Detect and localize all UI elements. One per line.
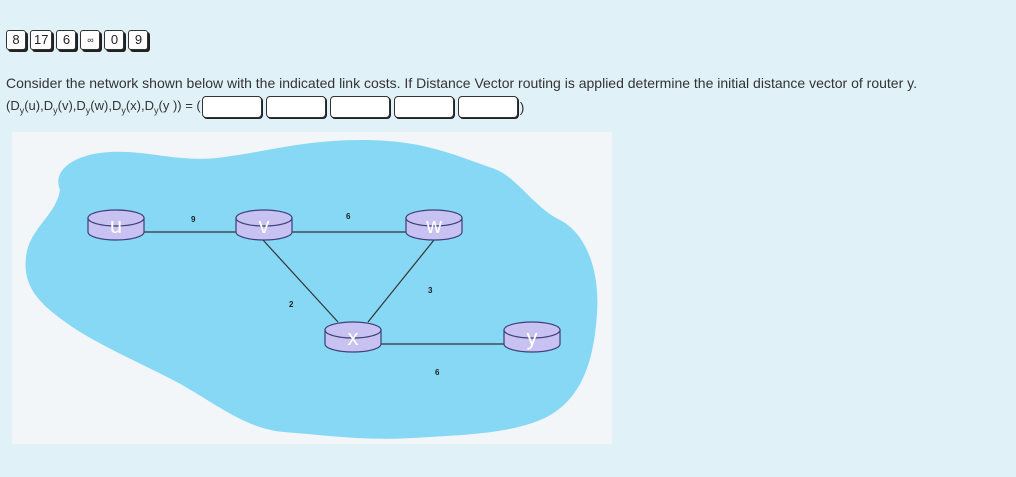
answer-tile-bank: 8 17 6 ∞ 0 9 bbox=[6, 30, 149, 50]
router-label-y: y bbox=[527, 325, 538, 350]
cost-label-v-w: 6 bbox=[346, 212, 351, 221]
answer-tile[interactable]: 9 bbox=[128, 30, 149, 50]
router-label-w: w bbox=[425, 213, 442, 238]
expression-text: (Dy(u),Dy(v),Dy(w),Dy(x),Dy(y )) = ( bbox=[6, 98, 201, 116]
router-u: u bbox=[87, 209, 145, 241]
answer-tile[interactable]: 17 bbox=[30, 30, 53, 50]
link-v-x bbox=[262, 239, 339, 323]
closing-paren: ) bbox=[519, 99, 525, 115]
cost-labels: 9 6 2 3 6 bbox=[191, 212, 440, 377]
router-y: y bbox=[503, 321, 561, 353]
distance-vector-expression: (Dy(u),Dy(v),Dy(w),Dy(x),Dy(y )) = ( ) bbox=[6, 95, 524, 119]
network-cloud bbox=[25, 140, 598, 439]
answer-tile[interactable]: 8 bbox=[6, 30, 26, 50]
drop-zone-dy-x[interactable] bbox=[393, 96, 454, 118]
network-diagram: 9 6 2 3 6 u v w x y bbox=[25, 140, 598, 439]
cost-label-w-x: 3 bbox=[428, 286, 433, 295]
router-x: x bbox=[324, 321, 382, 353]
drop-zone-dy-y[interactable] bbox=[457, 96, 518, 118]
router-label-u: u bbox=[110, 213, 122, 238]
network-links bbox=[144, 231, 506, 345]
answer-tile[interactable]: 0 bbox=[104, 30, 125, 50]
drop-zone-dy-u[interactable] bbox=[201, 96, 262, 118]
router-v: v bbox=[235, 209, 293, 241]
link-w-x bbox=[367, 239, 435, 323]
drop-zone-dy-v[interactable] bbox=[265, 96, 326, 118]
router-label-x: x bbox=[348, 325, 359, 350]
answer-tile-infinity[interactable]: ∞ bbox=[80, 30, 101, 50]
router-w: w bbox=[405, 209, 463, 241]
router-label-v: v bbox=[259, 213, 270, 238]
answer-tile[interactable]: 6 bbox=[56, 30, 77, 50]
cost-label-x-y: 6 bbox=[435, 368, 440, 377]
question-text: Consider the network shown below with th… bbox=[6, 75, 917, 91]
cost-label-u-v: 9 bbox=[191, 215, 196, 224]
drop-zone-dy-w[interactable] bbox=[329, 96, 390, 118]
network-figure: 9 6 2 3 6 u v w x y bbox=[12, 132, 612, 444]
cost-label-v-x: 2 bbox=[289, 300, 294, 309]
